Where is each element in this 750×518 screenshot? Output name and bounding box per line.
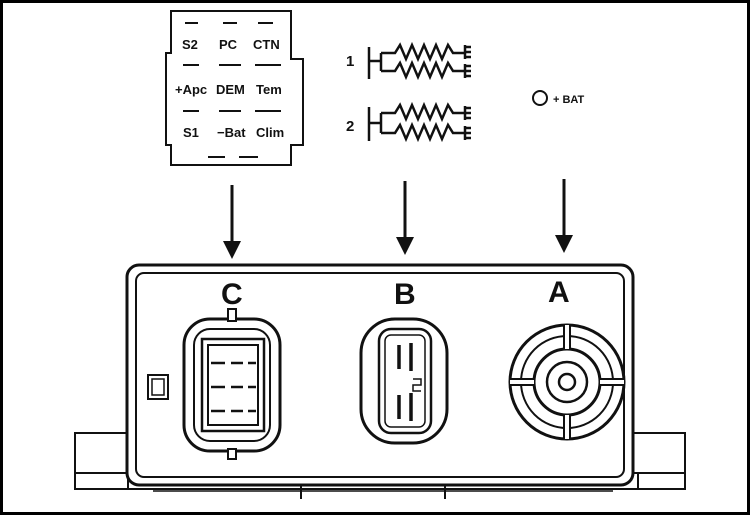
pin-apc: +Apc — [175, 82, 207, 97]
connector-a-socket — [508, 323, 626, 441]
connector-c-pinout-card — [165, 10, 304, 166]
arrow-to-a — [555, 179, 573, 253]
pin-tem: Tem — [256, 82, 282, 97]
connector-a-label: A — [548, 276, 570, 309]
connector-c-socket — [182, 308, 282, 460]
pin-ctn: CTN — [253, 37, 280, 52]
pin-bat-minus: −Bat — [217, 125, 246, 140]
connector-c-label: C — [221, 278, 243, 311]
winding-2-symbol — [367, 101, 471, 143]
locator-tab — [147, 374, 169, 400]
connector-b-label: B — [394, 278, 416, 311]
pin-s2: S2 — [182, 37, 198, 52]
pin-s1: S1 — [183, 125, 199, 140]
arrow-to-b — [396, 181, 414, 255]
pin-clim: Clim — [256, 125, 284, 140]
connector-diagram: S2 PC CTN +Apc DEM Tem S1 −Bat Clim 1 2 … — [74, 10, 686, 499]
winding-1-label: 1 — [346, 53, 354, 70]
pin-pc: PC — [219, 37, 238, 52]
battery-label: + BAT — [553, 94, 585, 106]
connector-b-socket — [359, 317, 449, 445]
arrow-to-c — [223, 185, 241, 259]
winding-2-label: 2 — [346, 118, 354, 135]
battery-terminal-icon — [532, 90, 548, 106]
pin-dem: DEM — [216, 82, 245, 97]
winding-1-symbol — [367, 41, 471, 81]
